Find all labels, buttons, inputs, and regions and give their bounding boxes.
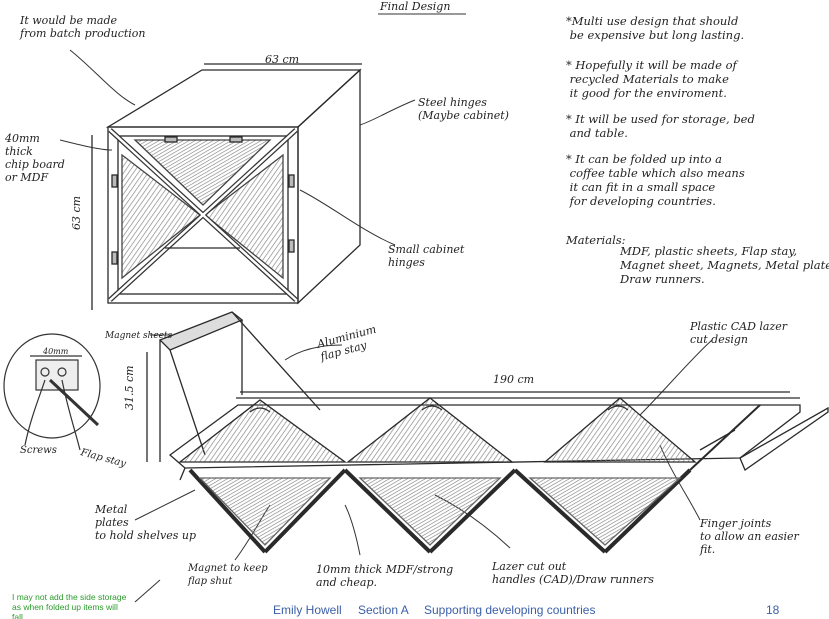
- thickness-note: 10mm thick MDF/strong and cheap.: [316, 563, 454, 589]
- page-number: 18: [766, 603, 780, 617]
- plastic-cad-note: Plastic CAD lazer cut design: [690, 320, 788, 346]
- note-item: * It can be folded up into a coffee tabl…: [566, 152, 745, 208]
- materials-label: Materials:: [566, 233, 626, 247]
- metal-plates-note: Metal plates to hold shelves up: [95, 503, 197, 542]
- footer-topic: Supporting developing countries: [424, 603, 596, 617]
- screws-note: Screws: [20, 445, 57, 456]
- note-item: * Hopefully it will be made of recycled …: [566, 58, 737, 100]
- height-dimension: 63 cm: [70, 195, 83, 230]
- length-dimension: 190 cm: [493, 373, 535, 386]
- materials-list: MDF, plastic sheets, Flap stay, Magnet s…: [620, 244, 829, 286]
- width-dimension: 63 cm: [265, 53, 300, 66]
- small-hinges-note: Small cabinet hinges: [388, 243, 465, 269]
- finger-joints-note: Finger joints to allow an easier fit.: [700, 517, 799, 556]
- page-title: Final Design: [380, 0, 451, 13]
- magnet-keep-note: Magnet to keep flap shut: [188, 563, 268, 587]
- magnet-sheets-note: Magnet sheets: [105, 331, 173, 341]
- bed-height-dimension: 31.5 cm: [123, 365, 136, 410]
- batch-production-note: It would be made from batch production: [20, 14, 146, 40]
- lazer-handles-note: Lazer cut out handles (CAD)/Draw runners: [492, 560, 654, 586]
- note-item: * It will be used for storage, bed and t…: [566, 112, 755, 140]
- footer-section: Section A: [358, 603, 409, 617]
- bed-sketch: [146, 311, 829, 554]
- chipboard-note: 40mm thick chip board or MDF: [5, 132, 65, 184]
- detail-40mm: 40mm: [43, 347, 69, 356]
- note-item: *Multi use design that should be expensi…: [566, 14, 745, 42]
- footer-author: Emily Howell: [273, 603, 342, 617]
- steel-hinges-note: Steel hinges (Maybe cabinet): [418, 96, 509, 122]
- side-storage-comment: I may not add the side storage as when f…: [12, 592, 127, 619]
- cube-sketch: [91, 63, 362, 310]
- flap-stay-detail: [3, 333, 101, 451]
